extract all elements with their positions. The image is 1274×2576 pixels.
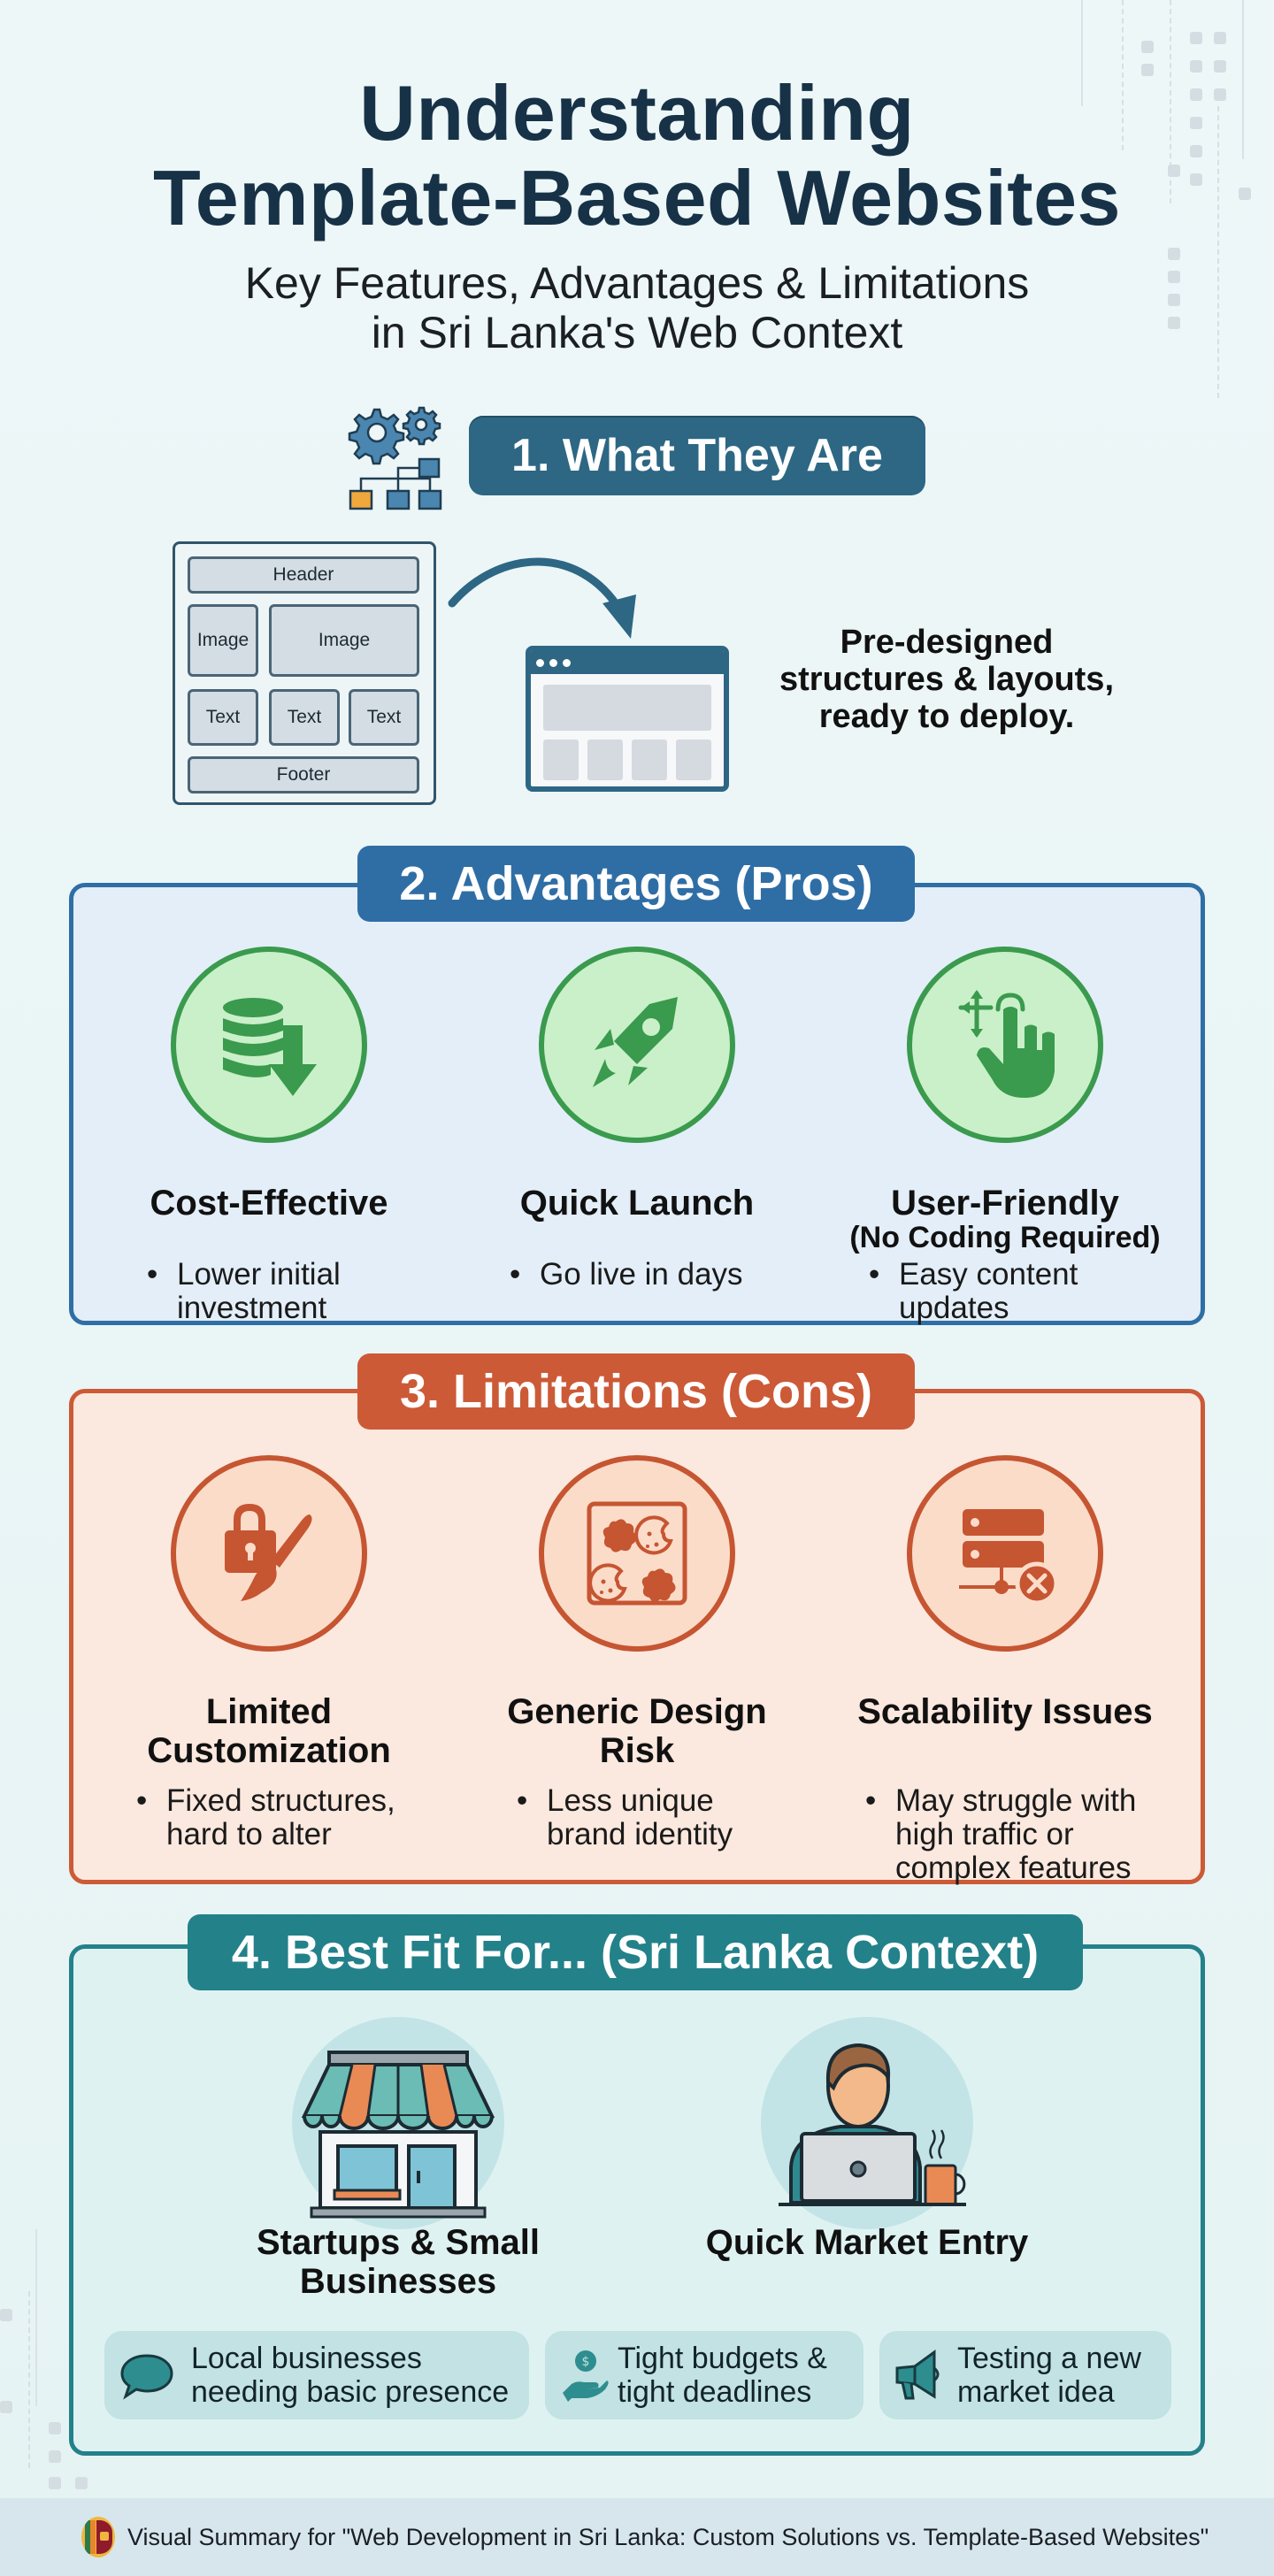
- gears-sitemap-icon: [348, 406, 442, 510]
- speech-bubble-icon: [120, 2354, 173, 2400]
- footer-caption: Visual Summary for "Web Development in S…: [127, 2523, 1209, 2550]
- advantage-title: Cost-Effective: [150, 1184, 388, 1223]
- subtitle-line-1: Key Features, Advantages & Limitations: [244, 258, 1030, 308]
- wireframe-text-3: Text: [349, 689, 419, 746]
- limitation-scalability: Scalability Issues • May struggle with h…: [828, 1455, 1182, 1885]
- wireframe-text-1: Text: [188, 689, 258, 746]
- megaphone-icon: [895, 2350, 940, 2400]
- wireframe-header: Header: [188, 556, 419, 594]
- chip-text: Testing a new market idea: [957, 2342, 1141, 2409]
- limitation-bullet: • Less unique brand identity: [517, 1783, 733, 1852]
- sri-lanka-flag-icon: [81, 2517, 115, 2557]
- lock-paintbrush-icon: [171, 1455, 367, 1652]
- advantage-quick-launch: Quick Launch • Go live in days: [460, 947, 814, 1318]
- title-line-1: Understanding: [359, 69, 915, 157]
- hand-coin-icon: $: [563, 2350, 609, 2402]
- advantage-subtitle: (No Coding Required): [849, 1221, 1161, 1254]
- server-error-icon: [907, 1455, 1103, 1652]
- advantage-bullet: • Easy content updates: [869, 1257, 1078, 1325]
- subtitle-line-2: in Sri Lanka's Web Context: [371, 308, 903, 357]
- page-title: Understanding Template-Based Websites: [0, 71, 1274, 241]
- curved-arrow-icon: [448, 557, 636, 639]
- wireframe-image-large: Image: [269, 604, 419, 677]
- storefront-icon: [301, 2051, 495, 2219]
- wireframe-text-2: Text: [269, 689, 340, 746]
- rocket-icon: [539, 947, 735, 1143]
- limitation-bullet: • May struggle with high traffic or comp…: [865, 1783, 1137, 1885]
- coins-down-arrow-icon: [171, 947, 367, 1143]
- limitation-title: Generic Design Risk: [507, 1692, 767, 1770]
- person-laptop-icon: [779, 2043, 966, 2206]
- advantage-bullet: • Go live in days: [510, 1257, 743, 1292]
- section-1-description: Pre-designed structures & layouts, ready…: [779, 624, 1114, 735]
- chip-tight-budgets: $ Tight budgets & tight deadlines: [545, 2331, 863, 2419]
- chip-text: Local businesses needing basic presence: [191, 2342, 510, 2409]
- browser-window-icon: [526, 646, 729, 792]
- audience-title: Quick Market Entry: [705, 2223, 1029, 2262]
- audience-title: Startups & Small Businesses: [256, 2223, 541, 2301]
- limitation-title: Limited Customization: [147, 1692, 391, 1770]
- title-line-2: Template-Based Websites: [153, 154, 1121, 242]
- advantage-cost-effective: Cost-Effective • Lower initial investmen…: [92, 947, 446, 1325]
- section-3-heading: 3. Limitations (Cons): [357, 1353, 915, 1430]
- page-subtitle: Key Features, Advantages & Limitations i…: [0, 258, 1274, 357]
- limitation-bullet: • Fixed structures, hard to alter: [136, 1783, 395, 1852]
- wireframe-footer: Footer: [188, 756, 419, 794]
- footer: Visual Summary for "Web Development in S…: [0, 2498, 1274, 2576]
- svg-text:$: $: [582, 2355, 590, 2369]
- chip-text: Tight budgets & tight deadlines: [618, 2342, 827, 2409]
- wireframe-image-small: Image: [188, 604, 258, 677]
- touch-gesture-icon: [907, 947, 1103, 1143]
- limitation-title: Scalability Issues: [857, 1692, 1153, 1731]
- advantage-title: User-Friendly: [891, 1184, 1119, 1223]
- section-4-heading: 4. Best Fit For... (Sri Lanka Context): [188, 1914, 1083, 1990]
- limitation-limited-customization: Limited Customization • Fixed structures…: [92, 1455, 446, 1871]
- chip-local-businesses: Local businesses needing basic presence: [104, 2331, 529, 2419]
- advantage-title: Quick Launch: [519, 1184, 755, 1223]
- section-2-heading: 2. Advantages (Pros): [357, 846, 915, 922]
- advantage-bullet: • Lower initial investment: [147, 1257, 341, 1325]
- section-1-heading: 1. What They Are: [469, 416, 925, 495]
- cookie-cutter-icon: [539, 1455, 735, 1652]
- chip-testing-market: Testing a new market idea: [879, 2331, 1171, 2419]
- advantage-user-friendly: User-Friendly (No Coding Required) • Eas…: [828, 947, 1182, 1325]
- template-wireframe: Header Image Image Text Text Text Footer: [173, 541, 436, 805]
- limitation-generic-design: Generic Design Risk • Less unique brand …: [460, 1455, 814, 1871]
